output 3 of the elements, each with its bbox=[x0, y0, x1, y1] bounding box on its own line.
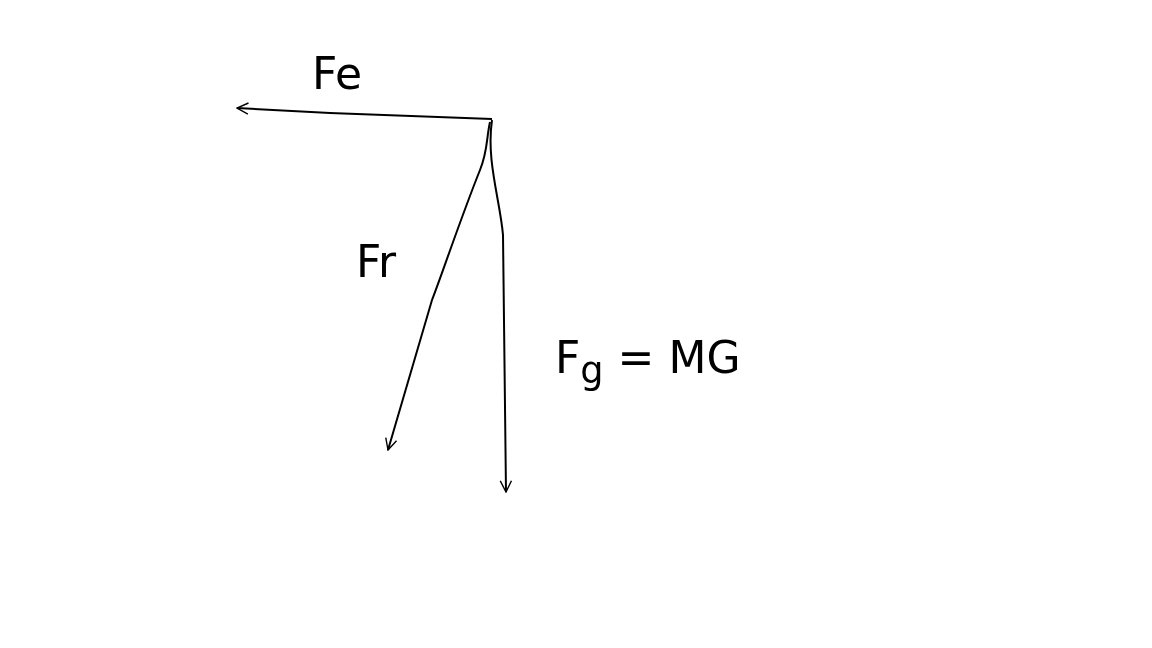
force-label: F$_{g}$ = MG bbox=[555, 336, 741, 390]
force-label: Fr bbox=[356, 240, 397, 284]
force-label: Fe bbox=[312, 52, 362, 96]
